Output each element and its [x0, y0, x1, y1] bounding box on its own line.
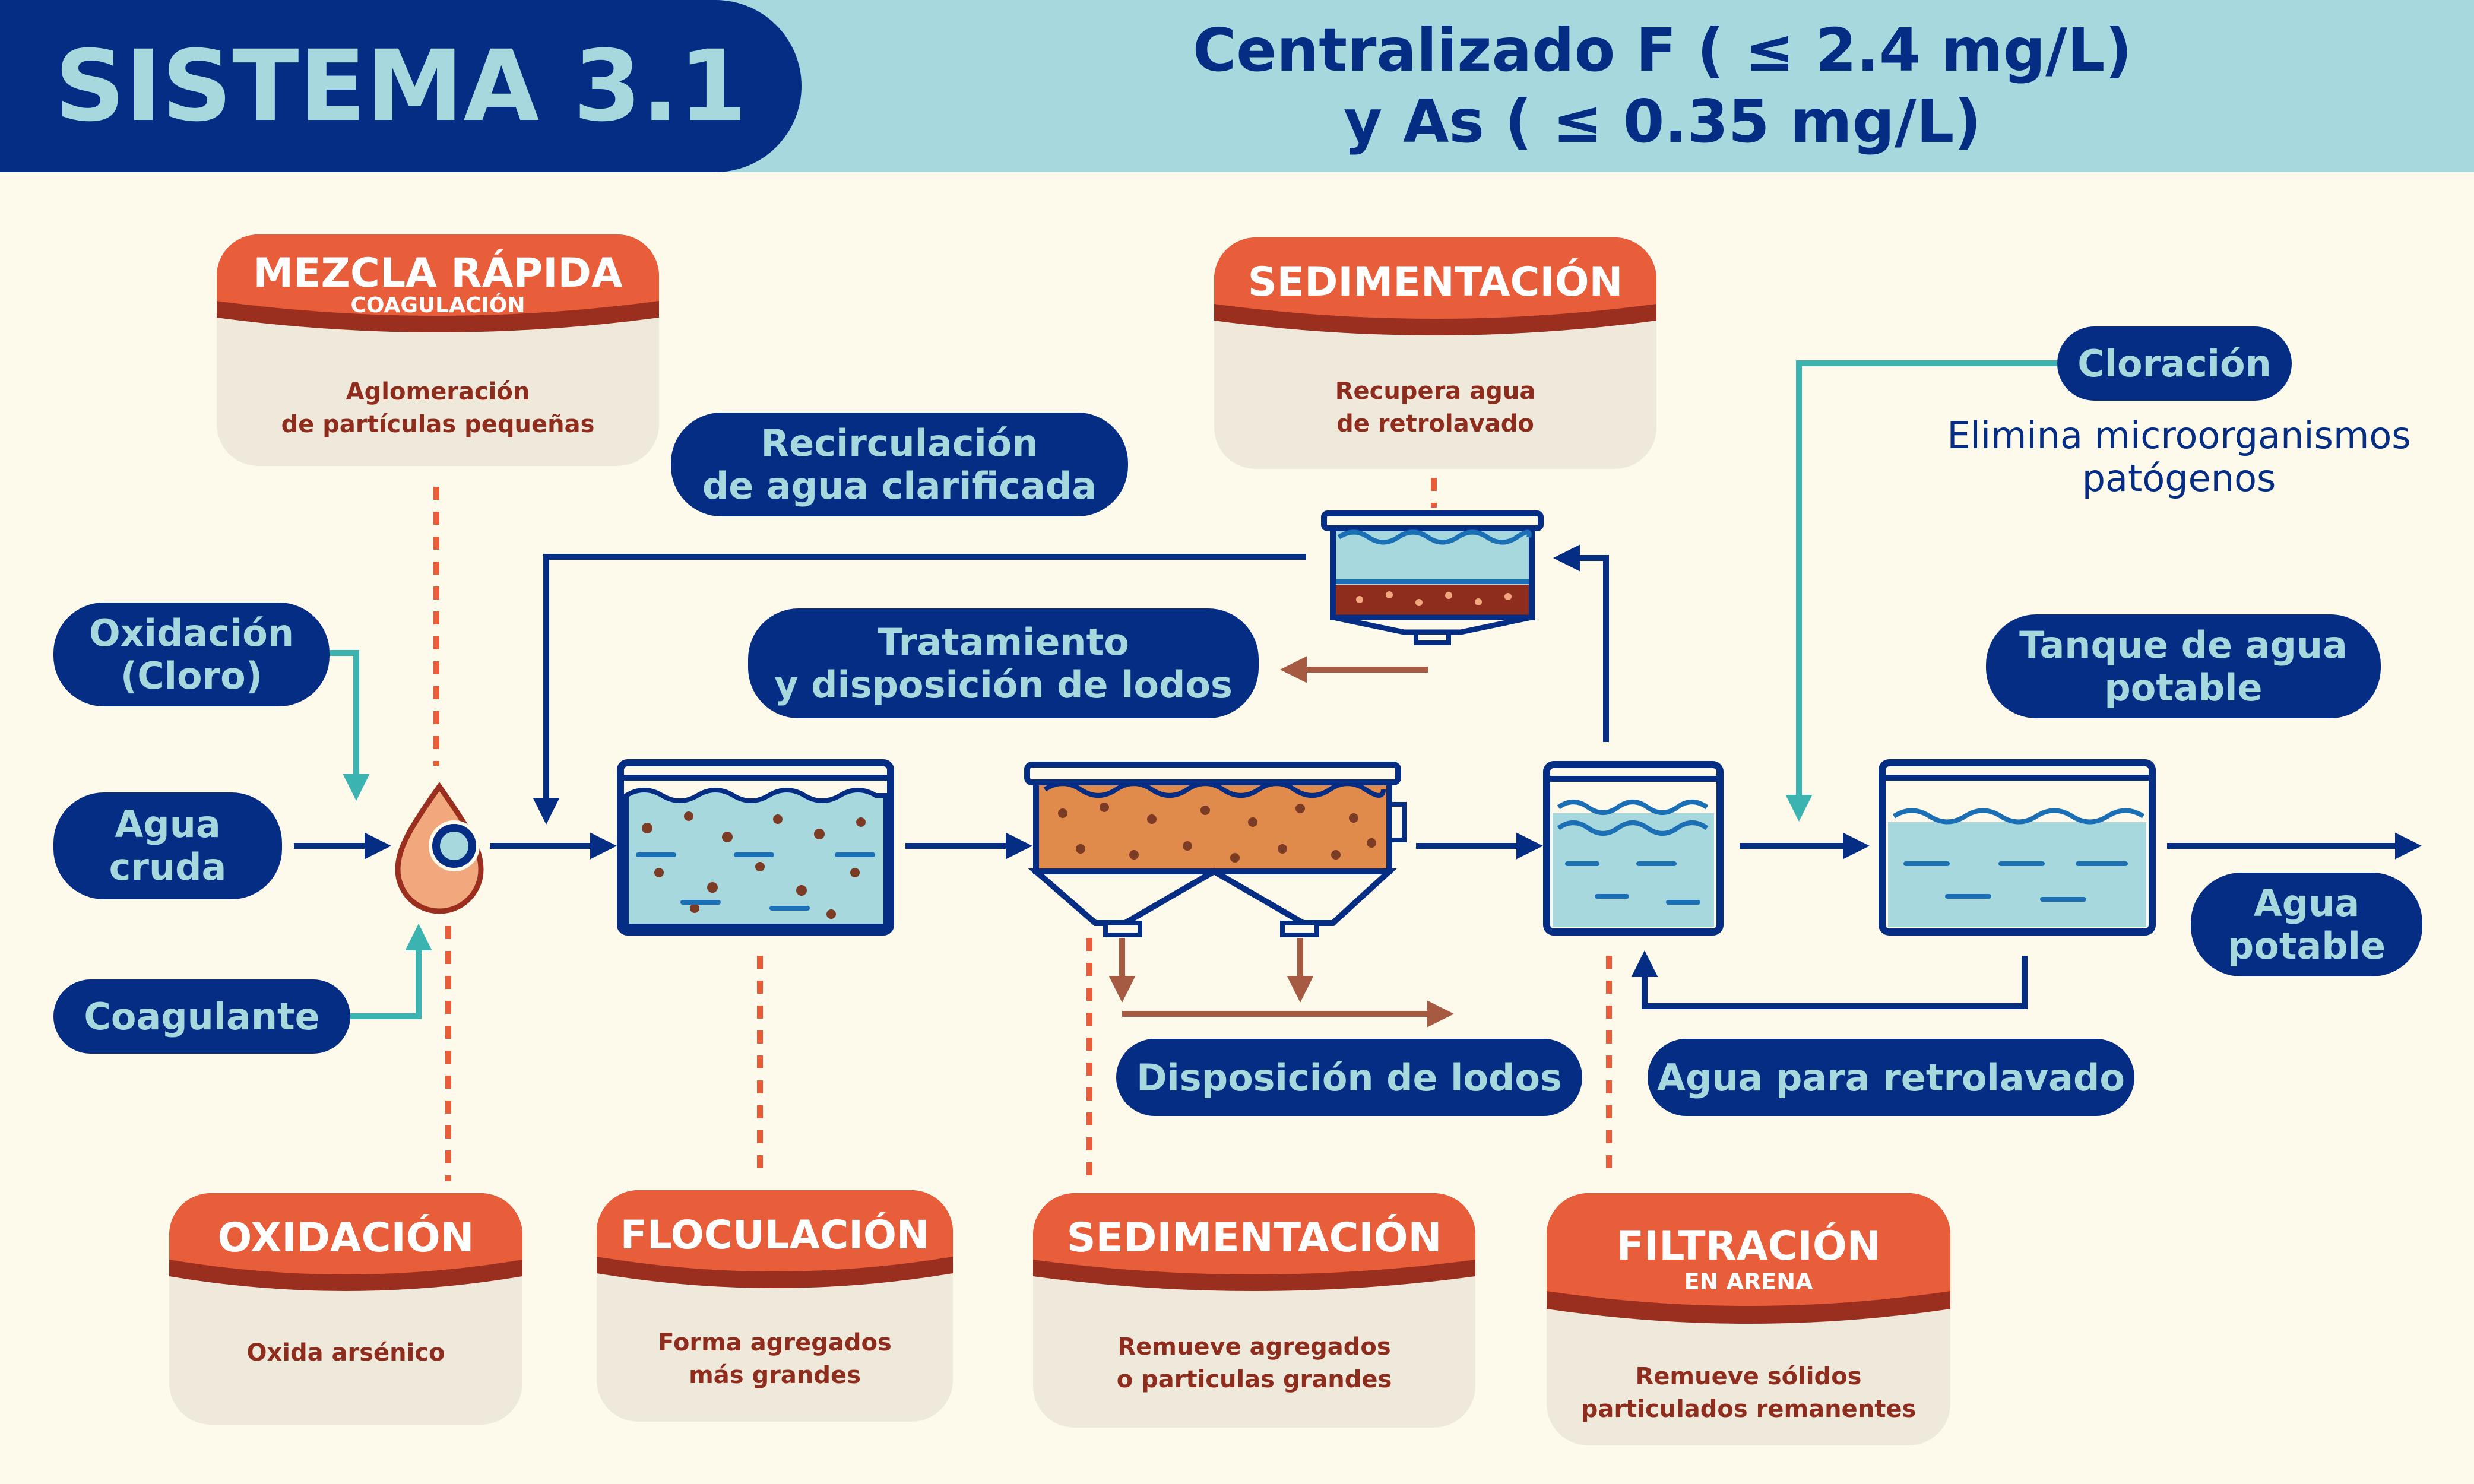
- card-description: Forma agregados más grandes: [597, 1327, 953, 1392]
- card-ribbon: [1033, 1193, 1475, 1291]
- desc-line-1: Aglomeración: [346, 378, 530, 405]
- potable-water-tank-icon: [1879, 759, 2156, 936]
- desc-line-2: o particulas grandes: [1116, 1366, 1392, 1393]
- card-ribbon: [169, 1193, 522, 1291]
- label-agua-potable: Agua potable: [2191, 873, 2422, 976]
- desc-line-2: particulados remanentes: [1580, 1396, 1917, 1423]
- label-oxidacion-cloro: Oxidación (Cloro): [53, 603, 330, 706]
- card-title: SEDIMENTACIÓN: [1066, 1215, 1442, 1261]
- sand-filter-icon: [1543, 761, 1724, 936]
- reagent-arrows: [330, 360, 2057, 1019]
- card-title: OXIDACIÓN: [217, 1215, 474, 1261]
- card-title: FLOCULACIÓN: [620, 1212, 930, 1258]
- card-description: Oxida arsénico: [169, 1337, 522, 1369]
- card-ribbon: [217, 234, 659, 332]
- card-title: SEDIMENTACIÓN: [1247, 259, 1623, 306]
- label-tratamiento-lodos: Tratamiento y disposición de lodos: [748, 608, 1259, 718]
- label-disposicion-lodos: Disposición de lodos: [1116, 1039, 1582, 1116]
- desc-line-1: Forma agregados: [658, 1329, 892, 1356]
- page-subtitle: Centralizado F ( ≤ 2.4 mg/L) y As ( ≤ 0.…: [861, 15, 2464, 157]
- card-title: MEZCLA RÁPIDA: [253, 250, 623, 297]
- card-title: FILTRACIÓN: [1616, 1223, 1881, 1270]
- card-mezcla-rapida: MEZCLA RÁPIDA COAGULACIÓN Aglomeración d…: [217, 234, 659, 466]
- page-title: SISTEMA 3.1: [55, 29, 747, 143]
- card-floculacion: FLOCULACIÓN Forma agregados más grandes: [597, 1190, 953, 1422]
- card-subtitle: COAGULACIÓN: [350, 293, 525, 318]
- label-agua-cruda: Agua cruda: [53, 792, 282, 899]
- title-banner: [0, 0, 802, 172]
- sludge-arrows: [1108, 656, 1454, 1028]
- card-ribbon: [597, 1190, 953, 1288]
- subtitle-line-1: Centralizado F ( ≤ 2.4 mg/L): [1192, 15, 2133, 85]
- desc-line-2: más grandes: [689, 1362, 861, 1389]
- backwash-sedimentation-tank-icon: [1321, 510, 1544, 645]
- card-subtitle: EN ARENA: [1684, 1269, 1813, 1295]
- card-sedimentacion: SEDIMENTACIÓN Remueve agregados o partic…: [1033, 1193, 1475, 1428]
- card-ribbon: [1547, 1193, 1950, 1324]
- card-description: Recupera agua de retrolavado: [1214, 375, 1656, 440]
- desc-line-2: de retrolavado: [1336, 410, 1534, 437]
- desc-line-2: de partículas pequeñas: [281, 411, 595, 438]
- subtitle-line-2: y As ( ≤ 0.35 mg/L): [1343, 87, 1982, 156]
- card-description: Remueve agregados o particulas grandes: [1033, 1331, 1475, 1396]
- flow-arrows: [294, 544, 2422, 1009]
- card-description: Remueve sólidos particulados remanentes: [1547, 1361, 1950, 1426]
- card-description: Aglomeración de partículas pequeñas: [217, 376, 659, 441]
- label-agua-retrolavado: Agua para retrolavado: [1648, 1039, 2134, 1116]
- sedimentation-tank-icon: [1024, 762, 1407, 937]
- flocculation-tank-icon: [617, 759, 894, 936]
- dotted-connectors: [433, 478, 1612, 1184]
- rapid-mix-drop-icon: [395, 782, 484, 914]
- label-tanque-agua-potable: Tanque de agua potable: [1986, 614, 2381, 718]
- desc-line-1: Oxida arsénico: [246, 1339, 445, 1366]
- label-cloracion: Cloración: [2057, 326, 2292, 401]
- desc-line-1: Remueve agregados: [1117, 1333, 1391, 1361]
- card-oxidacion: OXIDACIÓN Oxida arsénico: [169, 1193, 522, 1425]
- desc-line-1: Recupera agua: [1335, 378, 1536, 405]
- card-ribbon: [1214, 237, 1656, 335]
- label-coagulante: Coagulante: [53, 979, 350, 1054]
- label-recirculacion: Recirculación de agua clarificada: [671, 413, 1128, 516]
- card-filtracion: FILTRACIÓN EN ARENA Remueve sólidos part…: [1547, 1193, 1950, 1445]
- desc-line-1: Remueve sólidos: [1635, 1363, 1862, 1390]
- label-elimina-microorganismos: Elimina microorganismos patógenos: [1947, 414, 2411, 500]
- card-sedimentacion-retrolavado: SEDIMENTACIÓN Recupera agua de retrolava…: [1214, 237, 1656, 469]
